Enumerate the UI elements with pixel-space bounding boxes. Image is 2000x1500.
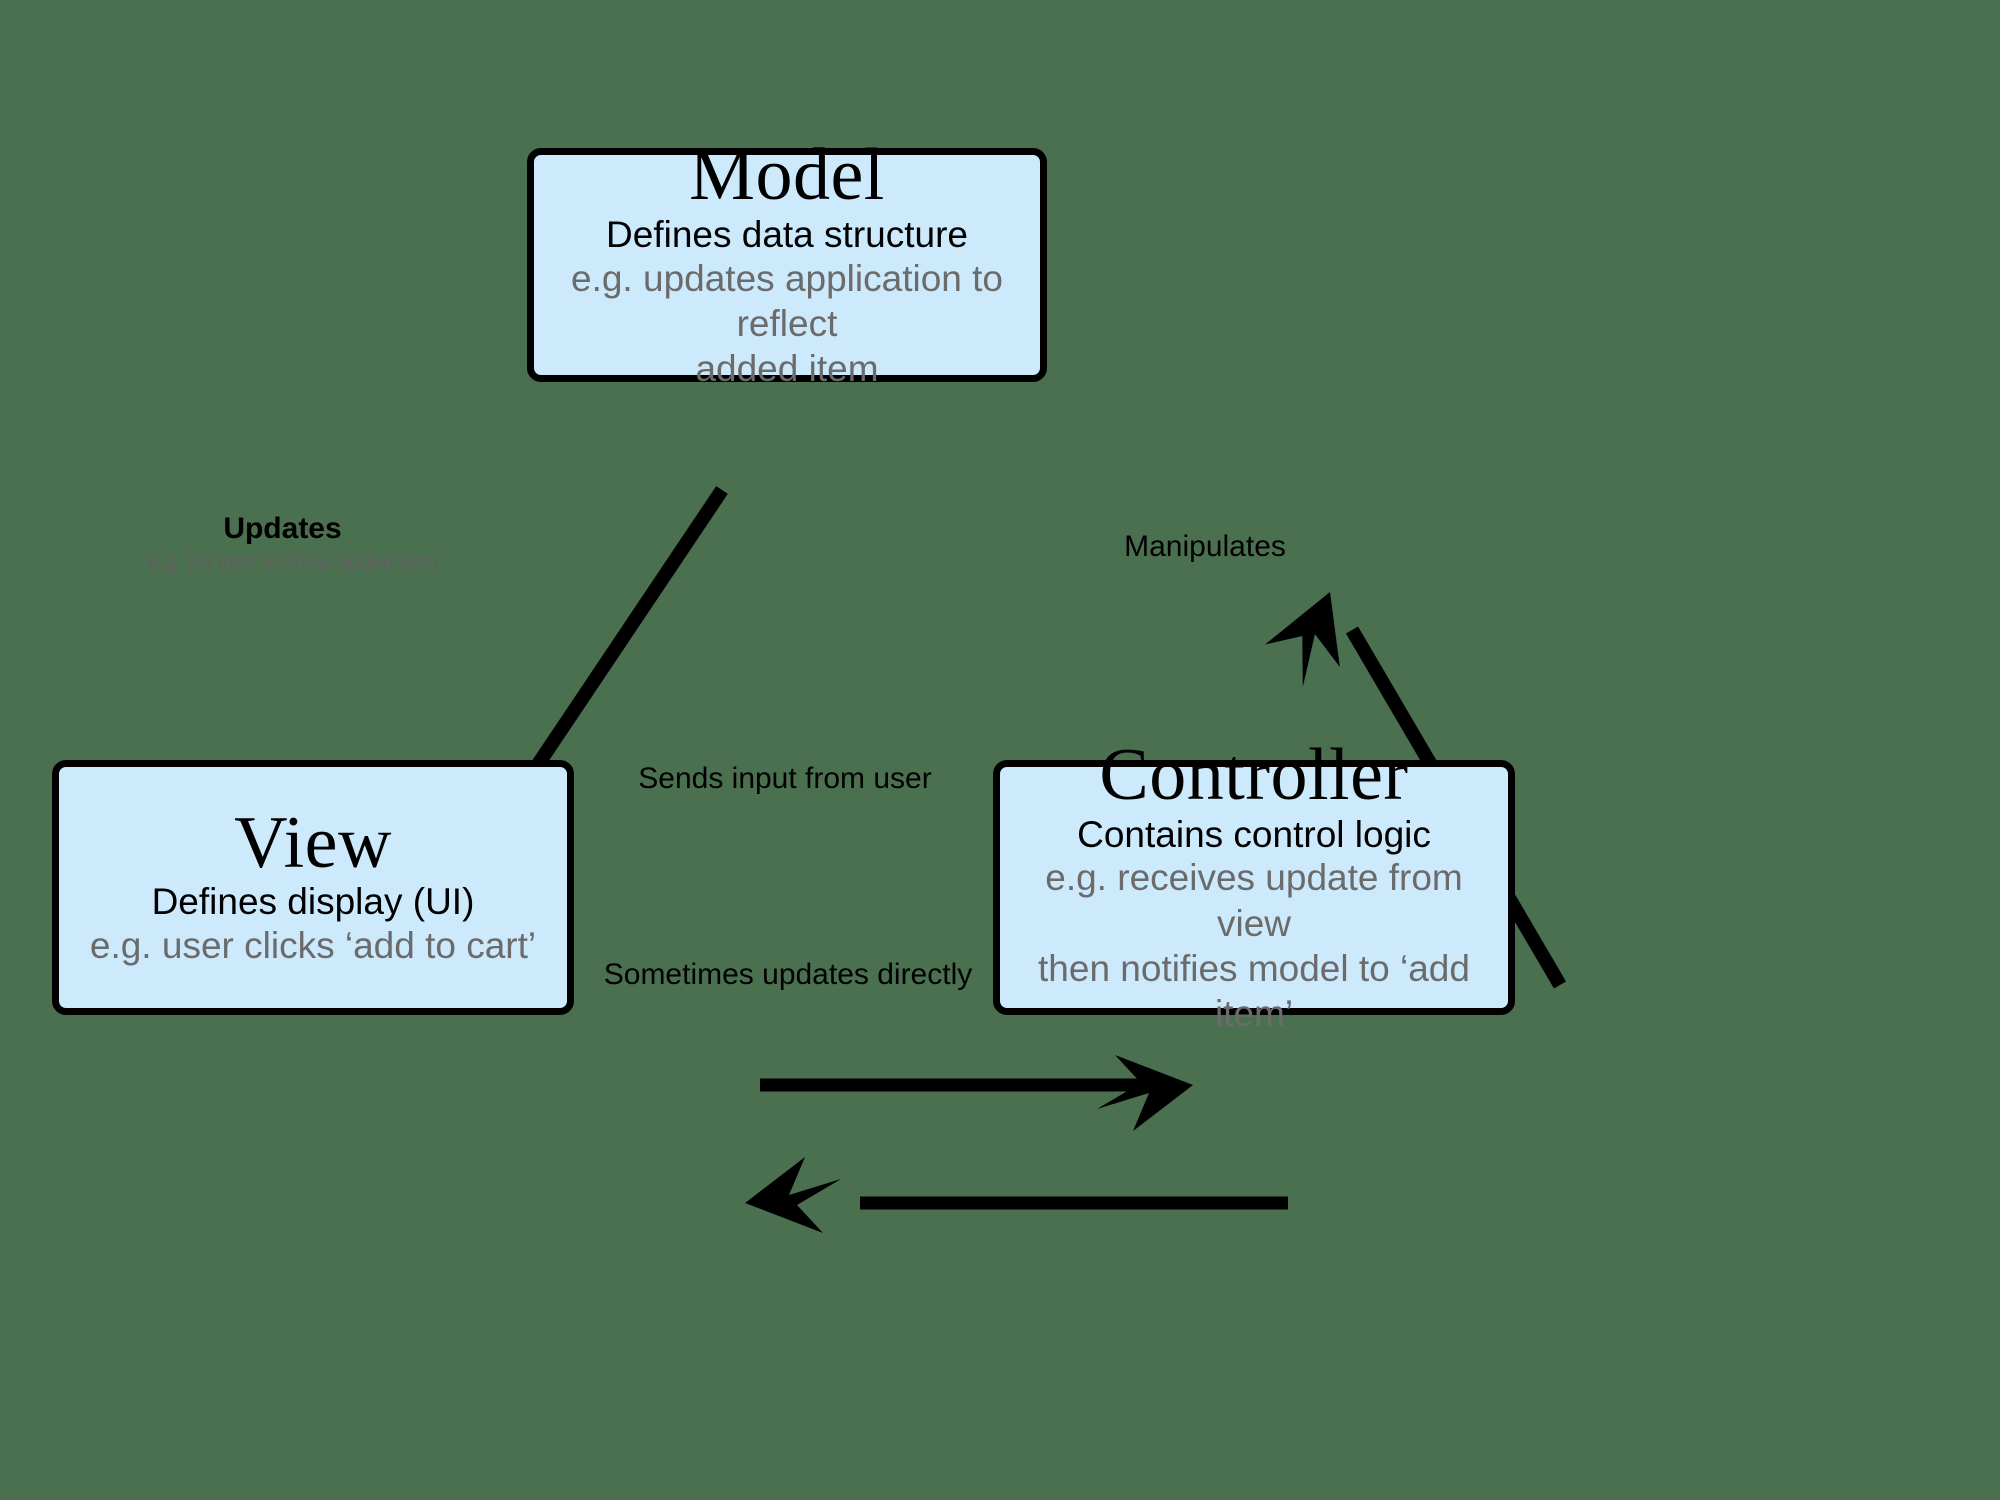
node-view-subtitle: Defines display (UI)	[151, 881, 475, 923]
edge-label-sometimes-main: Sometimes updates directly	[603, 958, 973, 991]
edge-label-sends-main: Sends input from user	[638, 762, 932, 795]
node-view-title: View	[234, 801, 392, 884]
node-controller-title: Controller	[1099, 734, 1409, 817]
edge-label-model-to-view: Updates e.g. list item to show added ite…	[130, 512, 438, 574]
arrow-controller-to-view	[745, 1157, 1288, 1233]
edge-label-controller-to-view: Sometimes updates directly	[598, 958, 978, 991]
node-controller[interactable]: Controller Contains control logic e.g. r…	[993, 738, 1515, 1034]
node-model-subtitle: Defines data structure	[606, 213, 968, 255]
node-model-example: e.g. updates application to reflect adde…	[571, 257, 1003, 389]
node-controller-subtitle: Contains control logic	[1077, 813, 1431, 855]
edge-label-updates-sub: e.g. list item to show added item	[148, 548, 438, 574]
edge-label-updates-main: Updates	[223, 512, 342, 545]
node-view[interactable]: View Defines display (UI) e.g. user clic…	[52, 760, 574, 1015]
edge-label-manipulates-main: Manipulates	[1124, 530, 1286, 563]
edge-label-view-to-controller: Sends input from user	[625, 762, 945, 795]
node-model[interactable]: Model Defines data structure e.g. update…	[527, 138, 1047, 389]
edge-label-controller-to-model: Manipulates	[1115, 530, 1295, 563]
node-view-example: e.g. user clicks ‘add to cart’	[89, 925, 537, 967]
node-model-title: Model	[689, 134, 885, 217]
arrow-view-to-controller	[760, 1055, 1193, 1131]
node-controller-example: e.g. receives update from view then noti…	[1038, 857, 1470, 1034]
